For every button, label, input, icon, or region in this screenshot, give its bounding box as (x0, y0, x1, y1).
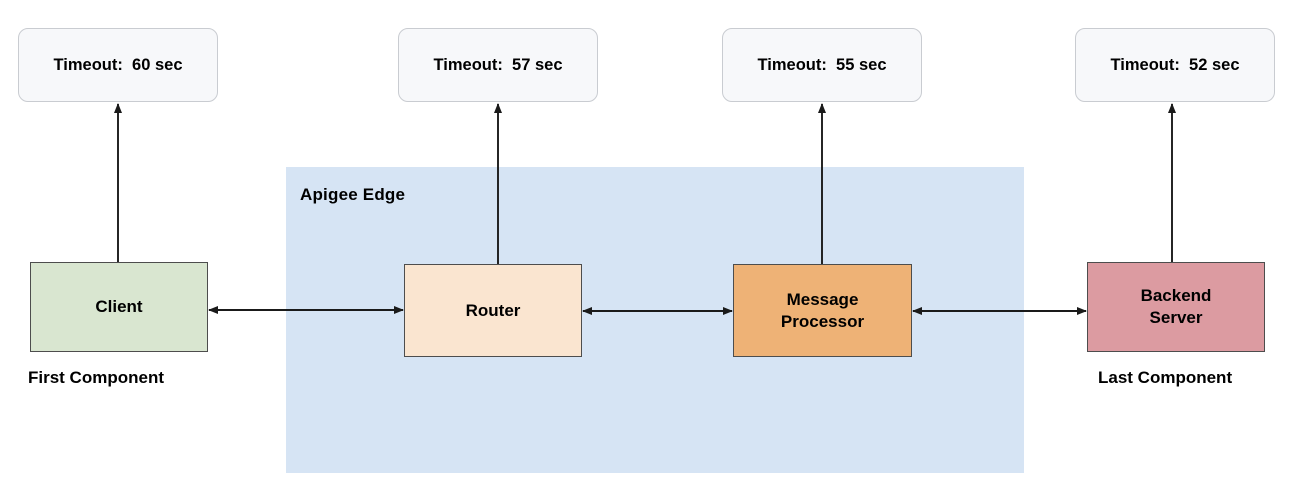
message-processor-timeout[interactable]: Timeout: 55 sec (722, 28, 922, 102)
backend-server-timeout-text: Timeout: 52 sec (1110, 55, 1240, 74)
client-node[interactable]: Client (30, 262, 208, 352)
backend-server-node[interactable]: Backend Server (1087, 262, 1265, 352)
first-component-caption: First Component (28, 368, 164, 387)
router-timeout-text: Timeout: 57 sec (433, 55, 563, 74)
message-processor-timeout-text: Timeout: 55 sec (757, 55, 887, 74)
client-node-label: Client (95, 297, 143, 317)
message-processor-node-label: Message Processor (780, 289, 865, 331)
router-timeout[interactable]: Timeout: 57 sec (398, 28, 598, 102)
apigee-edge-zone (286, 167, 1024, 473)
router-node-label: Router (465, 300, 521, 320)
backend-server-timeout[interactable]: Timeout: 52 sec (1075, 28, 1275, 102)
message-processor-node[interactable]: Message Processor (733, 264, 912, 357)
client-timeout[interactable]: Timeout: 60 sec (18, 28, 218, 102)
backend-server-node-label: Backend Server (1140, 286, 1212, 327)
apigee-edge-label: Apigee Edge (300, 185, 406, 204)
last-component-caption: Last Component (1098, 368, 1233, 387)
router-node[interactable]: Router (404, 264, 582, 357)
client-timeout-text: Timeout: 60 sec (53, 55, 183, 74)
